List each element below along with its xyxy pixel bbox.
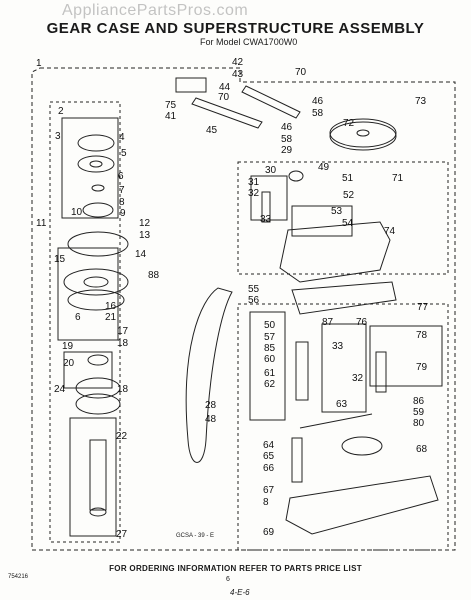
- callout-66: 66: [263, 463, 275, 474]
- callout-7: 7: [119, 185, 125, 196]
- callout-70b: 70: [218, 92, 230, 103]
- callout-58: 58: [312, 108, 324, 119]
- callout-42: 42: [232, 57, 244, 68]
- callout-59: 59: [413, 407, 425, 418]
- callout-2: 2: [58, 106, 64, 117]
- callout-74: 74: [384, 226, 396, 237]
- callout-14: 14: [135, 249, 147, 260]
- callout-72: 72: [343, 118, 355, 129]
- callout-56: 56: [248, 295, 260, 306]
- callout-18: 18: [117, 338, 129, 349]
- callout-31: 31: [248, 177, 260, 188]
- callout-43: 43: [232, 69, 244, 80]
- callout-78: 78: [416, 330, 428, 341]
- callout-1: 1: [36, 58, 42, 69]
- callout-9: 9: [120, 208, 126, 219]
- diagram-reference-code: GCSA - 39 - E: [176, 533, 215, 539]
- callout-8: 8: [119, 197, 125, 208]
- page-title: GEAR CASE AND SUPERSTRUCTURE ASSEMBLY: [46, 20, 425, 37]
- callout-29: 29: [281, 145, 293, 156]
- callout-18b: 18: [117, 384, 129, 395]
- callout-33: 33: [260, 214, 272, 225]
- callout-55: 55: [248, 284, 260, 295]
- callout-87: 87: [322, 317, 334, 328]
- callout-4: 4: [119, 132, 125, 143]
- callout-85: 85: [264, 343, 276, 354]
- callout-10: 10: [71, 207, 83, 218]
- callout-3: 3: [55, 131, 61, 142]
- callout-50: 50: [264, 320, 276, 331]
- callout-61: 61: [264, 368, 276, 379]
- callout-62: 62: [264, 379, 276, 390]
- callout-70: 70: [295, 67, 307, 78]
- callout-75: 75: [165, 100, 177, 111]
- callout-41: 41: [165, 111, 177, 122]
- callout-57: 57: [264, 332, 276, 343]
- callout-19: 19: [62, 341, 74, 352]
- callout-79: 79: [416, 362, 428, 373]
- callout-30: 30: [265, 165, 277, 176]
- ordering-footer: FOR ORDERING INFORMATION REFER TO PARTS …: [109, 564, 362, 573]
- callout-52: 52: [343, 190, 355, 201]
- callout-21: 21: [105, 312, 117, 323]
- callout-60: 60: [264, 354, 276, 365]
- callout-33b: 33: [332, 341, 344, 352]
- callout-24: 24: [54, 384, 66, 395]
- callout-16: 16: [105, 301, 117, 312]
- callout-28: 28: [205, 400, 217, 411]
- callout-67: 67: [263, 485, 275, 496]
- callout-48: 48: [205, 414, 217, 425]
- callout-45: 45: [206, 125, 218, 136]
- callout-76: 76: [356, 317, 368, 328]
- callout-6b: 6: [75, 312, 81, 323]
- watermark: AppliancePartsPros.com: [62, 2, 249, 19]
- callout-15: 15: [54, 254, 66, 265]
- callout-20: 20: [63, 358, 75, 369]
- callout-68: 68: [416, 444, 428, 455]
- callout-46: 46: [312, 96, 324, 107]
- callout-labels: 1 2 3 4 5 6 7 8 9 10 11 12 13 14 15 88 1…: [36, 57, 429, 540]
- callout-88: 88: [148, 270, 160, 281]
- callout-53: 53: [331, 206, 343, 217]
- callout-64: 64: [263, 440, 275, 451]
- callout-80: 80: [413, 418, 425, 429]
- callout-65: 65: [263, 451, 275, 462]
- callout-22: 22: [116, 431, 128, 442]
- callout-32: 32: [248, 188, 260, 199]
- model-subtitle: For Model CWA1700W0: [200, 37, 298, 47]
- callout-54: 54: [342, 218, 354, 229]
- callout-58b: 58: [281, 134, 293, 145]
- callout-27: 27: [116, 529, 128, 540]
- document-code: 754216: [8, 574, 29, 580]
- page-number: 6: [226, 576, 230, 583]
- callout-32b: 32: [352, 373, 364, 384]
- callout-17: 17: [117, 326, 129, 337]
- callout-86: 86: [413, 396, 425, 407]
- callout-13: 13: [139, 230, 151, 241]
- callout-49: 49: [318, 162, 330, 173]
- callout-12: 12: [139, 218, 151, 229]
- callout-63: 63: [336, 399, 348, 410]
- handwritten-note: 4-E-6: [230, 588, 250, 597]
- callout-44: 44: [219, 82, 231, 93]
- callout-11: 11: [36, 218, 47, 229]
- callout-6: 6: [118, 171, 124, 182]
- callout-73: 73: [415, 96, 427, 107]
- callout-8b: 8: [263, 497, 269, 508]
- callout-46b: 46: [281, 122, 293, 133]
- callout-5: 5: [121, 148, 127, 159]
- callout-77: 77: [417, 302, 429, 313]
- callout-71: 71: [392, 173, 404, 184]
- callout-51: 51: [342, 173, 354, 184]
- callout-69: 69: [263, 527, 275, 538]
